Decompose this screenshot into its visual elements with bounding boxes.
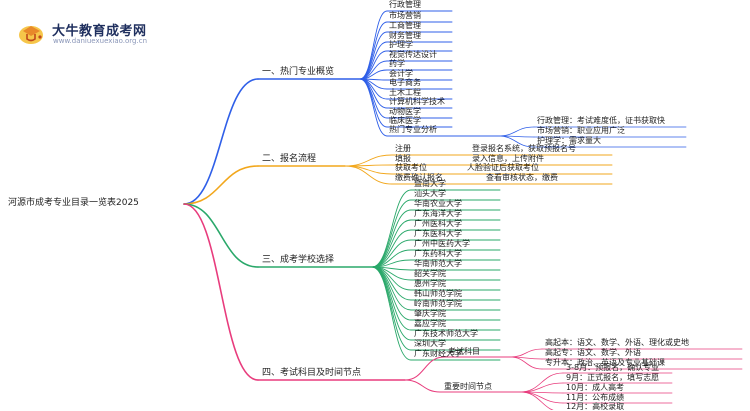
step-desc: 登录报名系统，获取预报名号: [472, 144, 576, 153]
section-branch: [183, 203, 259, 268]
school-item: 广东技术师范大学: [414, 329, 478, 338]
major-item: 动物医学: [389, 107, 421, 116]
major-item: 土木工程: [389, 88, 421, 97]
exam-subjects-node: 考试科目: [448, 347, 480, 356]
step-name: 注册: [395, 144, 411, 153]
major-item: 药学: [389, 59, 405, 68]
timeline-node: 重要时间节点: [444, 382, 492, 391]
major-branch: [359, 31, 388, 80]
section-branch: [183, 203, 259, 381]
school-item: 广东海洋大学: [414, 209, 462, 218]
analysis-branch: [359, 78, 388, 137]
subject-item: 高起本：语文、数学、外语、理化或史地: [545, 338, 689, 347]
school-item: 华南农业大学: [414, 199, 462, 208]
analysis-node: 热门专业分析: [389, 125, 437, 134]
step-name: 获取考位: [395, 163, 427, 172]
school-item: 广州中医药大学: [414, 239, 470, 248]
school-item: 广东医科大学: [414, 229, 462, 238]
analysis-item-branch: [497, 126, 535, 137]
timeline-item-branch: [519, 382, 564, 393]
timeline-item-branch: [519, 391, 555, 410]
school-item: 岭南师范学院: [414, 299, 462, 308]
subject-item: 高起专：语文、数学、外语: [545, 348, 641, 357]
section-registration: 二、报名流程: [262, 154, 317, 164]
school-branch: [371, 266, 412, 301]
school-item: 广州医科大学: [414, 219, 462, 228]
step-name: 缴费确认报名: [395, 173, 443, 182]
timeline-item-branch: [519, 372, 564, 393]
timeline-item: 10月：成人高考: [566, 383, 625, 392]
timeline-item: 3-8月：预报名，确认专业: [566, 363, 660, 372]
school-item: 韩山师范学院: [414, 289, 462, 298]
major-item: 临床医学: [389, 116, 421, 125]
timeline-item: 9月：正式报名，填写志愿: [566, 373, 660, 382]
step-branch: [344, 165, 393, 175]
school-item: 广东财经大学: [414, 349, 462, 358]
section-hot-majors: 一、热门专业概览: [262, 67, 335, 77]
major-item: 视觉传达设计: [389, 50, 437, 59]
brand-name: 大牛教育成考网: [52, 24, 147, 39]
major-item: 电子商务: [389, 78, 421, 87]
logo-icon: [18, 22, 46, 46]
school-branch: [371, 199, 412, 268]
timeline-item: 12月：高校录取: [566, 402, 625, 411]
step-branch: [344, 154, 393, 167]
step-desc: 录入信息，上传附件: [472, 154, 544, 163]
analysis-item: 护理学：需求量大: [537, 136, 601, 145]
major-branch: [359, 78, 388, 128]
major-item: 市场营销: [389, 11, 421, 20]
subject-item-branch: [509, 348, 543, 358]
subject-item: 专升本：政治、英语及专业基础课: [545, 358, 665, 367]
section-exam: 四、考试科目及时间节点: [262, 368, 362, 378]
analysis-item: 市场营销：职业应用广泛: [537, 126, 625, 135]
root-topic: 河源市成考专业目录一览表2025: [8, 198, 139, 208]
major-item: 会计学: [389, 69, 413, 78]
school-item: 惠州学院: [414, 279, 446, 288]
school-item: 汕头大学: [414, 189, 446, 198]
timeline-item: 11月：公布成绩: [566, 393, 625, 402]
school-branch: [371, 229, 412, 268]
major-item: 行政管理: [389, 0, 421, 9]
analysis-item: 行政管理：考试难度低，证书获取快: [537, 116, 665, 125]
brand-url: www.daniuexuexiao.org.cn: [53, 37, 148, 45]
major-item: 护理学: [389, 40, 413, 49]
timeline-item-branch: [519, 391, 564, 404]
step-desc: 人脸验证后获取考位: [467, 163, 539, 172]
section-schools: 三、成考学校选择: [262, 255, 335, 265]
major-branch: [359, 41, 388, 80]
major-branch: [359, 50, 388, 80]
major-branch: [359, 10, 388, 80]
school-item: 嘉应学院: [414, 319, 446, 328]
school-branch: [371, 266, 412, 361]
subjects-branch: [404, 356, 445, 381]
subject-item-branch: [509, 356, 543, 370]
school-item: 深圳大学: [414, 339, 446, 348]
school-item: 华南师范大学: [414, 259, 462, 268]
school-branch: [371, 189, 412, 268]
school-item: 暨南大学: [414, 179, 446, 188]
step-branch: [344, 165, 393, 185]
analysis-item-branch: [497, 135, 535, 148]
step-desc: 查看审核状态，缴费: [486, 173, 558, 182]
section-branch: [183, 78, 259, 205]
section-branch: [183, 165, 259, 205]
school-item: 肇庆学院: [414, 309, 446, 318]
major-item: 财务管理: [389, 31, 421, 40]
major-item: 计算机科学技术: [389, 97, 445, 106]
major-item: 工商管理: [389, 21, 421, 30]
school-item: 韶关学院: [414, 269, 446, 278]
timeline-branch: [404, 379, 441, 393]
step-name: 填报: [395, 154, 411, 163]
school-item: 广东药科大学: [414, 249, 462, 258]
